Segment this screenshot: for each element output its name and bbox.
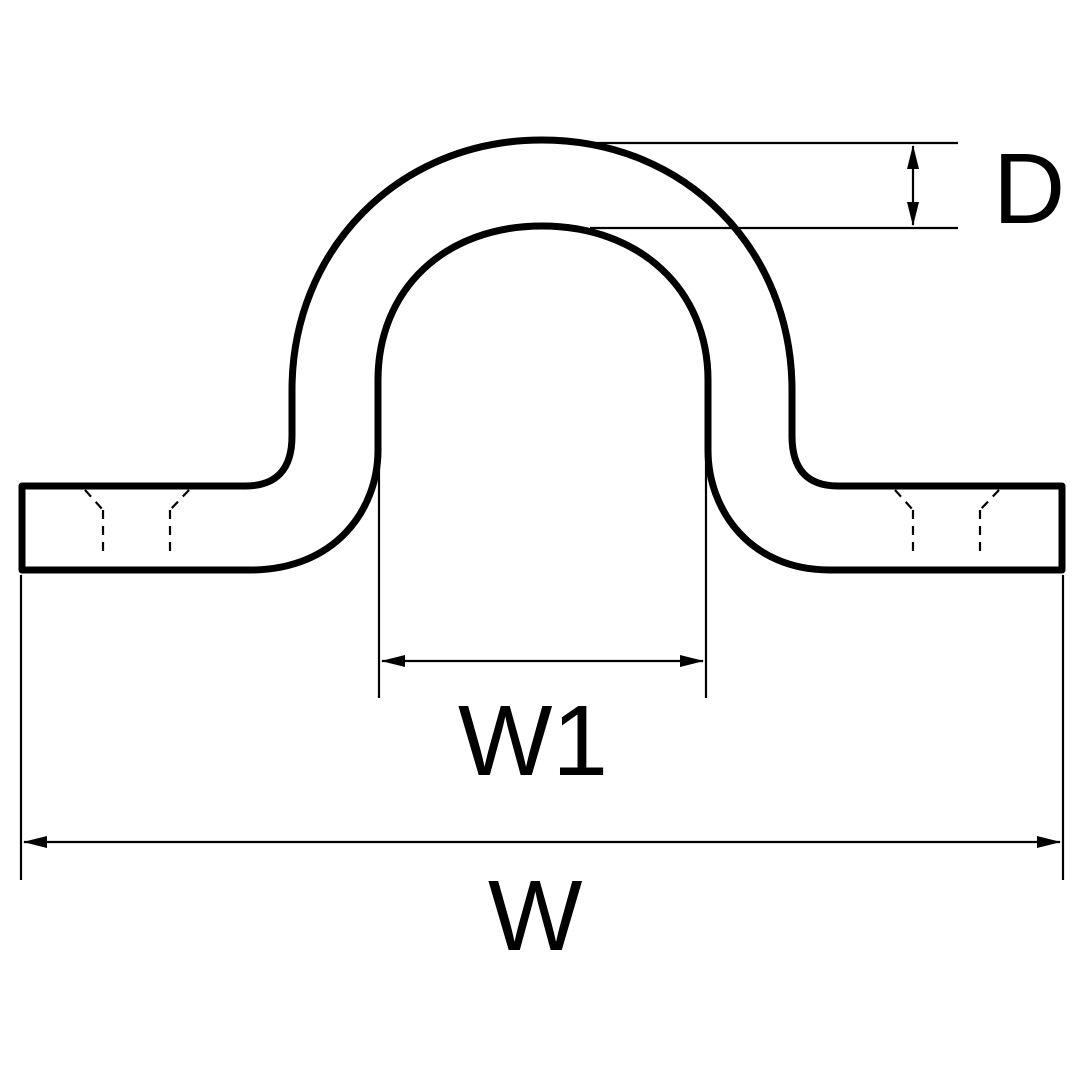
overall-width-label: W: [488, 860, 583, 972]
inner-width-dimension: W1: [377, 450, 708, 797]
right-mounting-hole-hidden: [894, 489, 1000, 556]
left-mounting-hole-hidden: [84, 489, 190, 556]
depth-label: D: [993, 133, 1065, 245]
inner-width-label: W1: [458, 685, 608, 797]
overall-width-dimension: W: [19, 575, 1065, 972]
depth-dimension: D: [590, 133, 1065, 245]
part-outline: [18, 136, 1066, 574]
